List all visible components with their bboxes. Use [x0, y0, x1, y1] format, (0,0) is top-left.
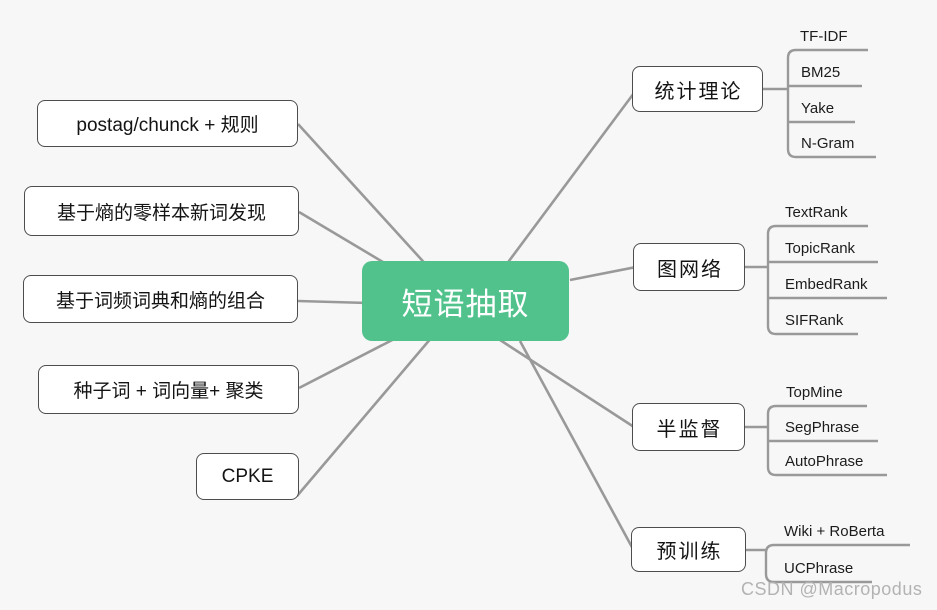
- node-entropy-newword[interactable]: 基于熵的零样本新词发现: [24, 186, 299, 236]
- leaf-embedrank[interactable]: EmbedRank: [785, 276, 868, 293]
- edge-root-statistics: [504, 92, 636, 266]
- edge-root-seedword: [298, 334, 401, 390]
- node-semisupervised[interactable]: 半监督: [632, 403, 745, 451]
- edge-root-cpke: [296, 336, 433, 497]
- edge-root-postag: [297, 123, 431, 270]
- node-postag-rules[interactable]: postag/chunck + 规则: [37, 100, 298, 147]
- node-pretrain[interactable]: 预训练: [631, 527, 746, 572]
- node-freq-dict-entropy[interactable]: 基于词频词典和熵的组合: [23, 275, 298, 323]
- edge-root-pretrain: [518, 340, 635, 550]
- leaf-segphrase[interactable]: SegPhrase: [785, 419, 860, 436]
- edge-root-freq-dict: [297, 299, 369, 305]
- leaf-topicrank[interactable]: TopicRank: [785, 240, 856, 257]
- leaf-ucphrase[interactable]: UCPhrase: [784, 560, 854, 577]
- leaf-tf-idf[interactable]: TF-IDF: [800, 28, 848, 45]
- leaf-textrank[interactable]: TextRank: [785, 204, 848, 221]
- leaf-autophrase[interactable]: AutoPhrase: [785, 453, 864, 470]
- edge-root-semisupervised: [496, 336, 635, 429]
- leaf-sifrank[interactable]: SIFRank: [785, 312, 844, 329]
- watermark: CSDN @Macropodus: [741, 579, 923, 599]
- leaf-yake[interactable]: Yake: [801, 100, 835, 117]
- node-cpke[interactable]: CPKE: [196, 453, 299, 500]
- node-seedword-vector-cluster[interactable]: 种子词 + 词向量+ 聚类: [38, 365, 299, 414]
- branch-statistics-bracket: [786, 48, 876, 159]
- leaf-n-gram[interactable]: N-Gram: [801, 135, 855, 152]
- branch-graph-bracket: [766, 224, 868, 336]
- node-statistics-theory[interactable]: 统计理论: [632, 66, 763, 112]
- leaf-topmine[interactable]: TopMine: [786, 384, 843, 401]
- node-graph-network[interactable]: 图网络: [633, 243, 745, 291]
- leaf-wiki-roberta[interactable]: Wiki + RoBerta: [784, 523, 885, 540]
- edge-root-graph: [569, 265, 637, 282]
- branch-pretrain-bracket: [764, 543, 910, 584]
- root-node[interactable]: 短语抽取: [362, 261, 569, 341]
- leaf-bm25[interactable]: BM25: [801, 64, 841, 81]
